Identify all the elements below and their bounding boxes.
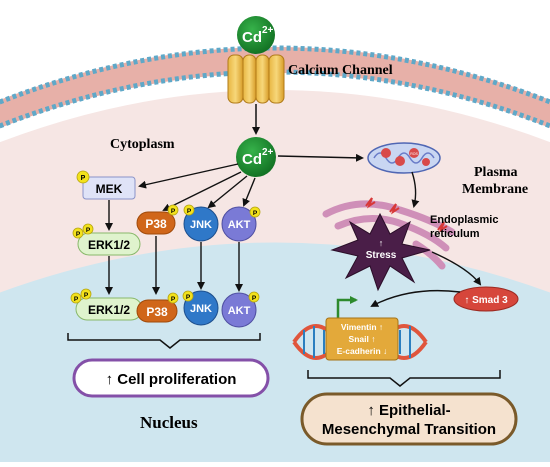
jnk-nuc-node: JNK P (182, 290, 219, 326)
endoplasmic-reticulum (322, 197, 456, 270)
akt-nuc-label: AKT (228, 305, 251, 317)
erk-nuc-phospho-1: P (74, 296, 79, 303)
p38-cyto-label: P38 (145, 217, 167, 231)
stress-star: ↑ Stress (330, 212, 431, 292)
jnk-cyto-phospho: P (187, 208, 192, 215)
cell-proliferation-label: ↑ Cell proliferation (106, 371, 237, 388)
left-brace (67, 333, 261, 349)
cd-ion-top-label: Cd (242, 29, 262, 46)
mek-phospho: P (81, 175, 86, 182)
erk-nuc-phospho-2: P (84, 292, 89, 299)
arrow-mito-er (411, 171, 420, 208)
jnk-cyto-node: JNK P (183, 204, 219, 242)
arrow-stress-smad (431, 251, 482, 286)
erk-nuc-label: ERK1/2 (88, 303, 130, 317)
smad3-label: ↑ Smad 3 (464, 295, 508, 306)
smad3-node: ↑ Smad 3 (453, 286, 519, 312)
p38-nuc-label: P38 (146, 305, 168, 319)
er-label-line1: Endoplasmic (430, 214, 498, 226)
akt-nuc-phospho: P (252, 295, 257, 302)
erk-cyto-label: ERK1/2 (88, 238, 130, 252)
jnk-cyto-label: JNK (190, 219, 212, 231)
plasma-label-line2: Membrane (462, 182, 528, 197)
ecadherin-label: E-cadherin ↓ (337, 346, 388, 356)
er-label-line2: reticulum (430, 228, 480, 240)
snail-label: Snail ↑ (349, 334, 376, 344)
right-brace (307, 370, 501, 387)
erk-cyto-node: ERK1/2 P P (72, 223, 141, 256)
emt-label-line1: ↑ Epithelial- (367, 402, 450, 419)
calcium-channel-label: Calcium Channel (288, 63, 393, 78)
cd-ion-cytoplasm: Cd 2+ (236, 137, 276, 177)
mek-label: MEK (96, 182, 123, 196)
stress-arrow: ↑ (379, 238, 384, 248)
erk-nuc-node: ERK1/2 P P (70, 288, 143, 321)
emt-outcome-box: ↑ Epithelial- Mesenchymal Transition (300, 392, 518, 446)
cd-ion-top-charge: 2+ (262, 25, 274, 36)
p38-nuc-phospho: P (171, 296, 176, 303)
cytoplasm-label: Cytoplasm (110, 137, 175, 152)
ros-label: ROS (410, 152, 418, 156)
mek-node: MEK P (76, 170, 136, 200)
plasma-label-line1: Plasma (474, 165, 518, 180)
cd-ion-top: Cd 2+ (237, 16, 275, 54)
akt-cyto-label: AKT (228, 219, 251, 231)
cell-proliferation-box: ↑ Cell proliferation (72, 358, 270, 398)
cd-ion-cyto-label: Cd (242, 151, 262, 168)
akt-cyto-node: AKT P (221, 206, 261, 242)
erk-cyto-phospho-1: P (76, 231, 81, 238)
emt-label-line2: Mesenchymal Transition (322, 421, 496, 438)
mitochondrion: ROS (367, 142, 441, 174)
vimentin-label: Vimentin ↑ (341, 322, 383, 332)
nucleus-label: Nucleus (140, 413, 198, 432)
akt-nuc-node: AKT P (221, 291, 260, 328)
p38-nuc-node: P38 P (136, 292, 179, 323)
cd-signal-arrows (138, 153, 364, 211)
erk-cyto-phospho-2: P (86, 227, 91, 234)
cd-ion-cyto-charge: 2+ (262, 147, 274, 158)
emt-genes-box: Vimentin ↑ Snail ↑ E-cadherin ↓ (325, 317, 399, 361)
arrow-smad-dna (370, 289, 461, 307)
stress-label: Stress (366, 250, 397, 261)
calcium-channel (227, 54, 285, 104)
jnk-nuc-label: JNK (190, 303, 212, 315)
akt-cyto-phospho: P (253, 210, 258, 217)
p38-cyto-node: P38 P (136, 204, 179, 235)
p38-cyto-phospho: P (171, 208, 176, 215)
jnk-nuc-phospho: P (186, 294, 191, 301)
